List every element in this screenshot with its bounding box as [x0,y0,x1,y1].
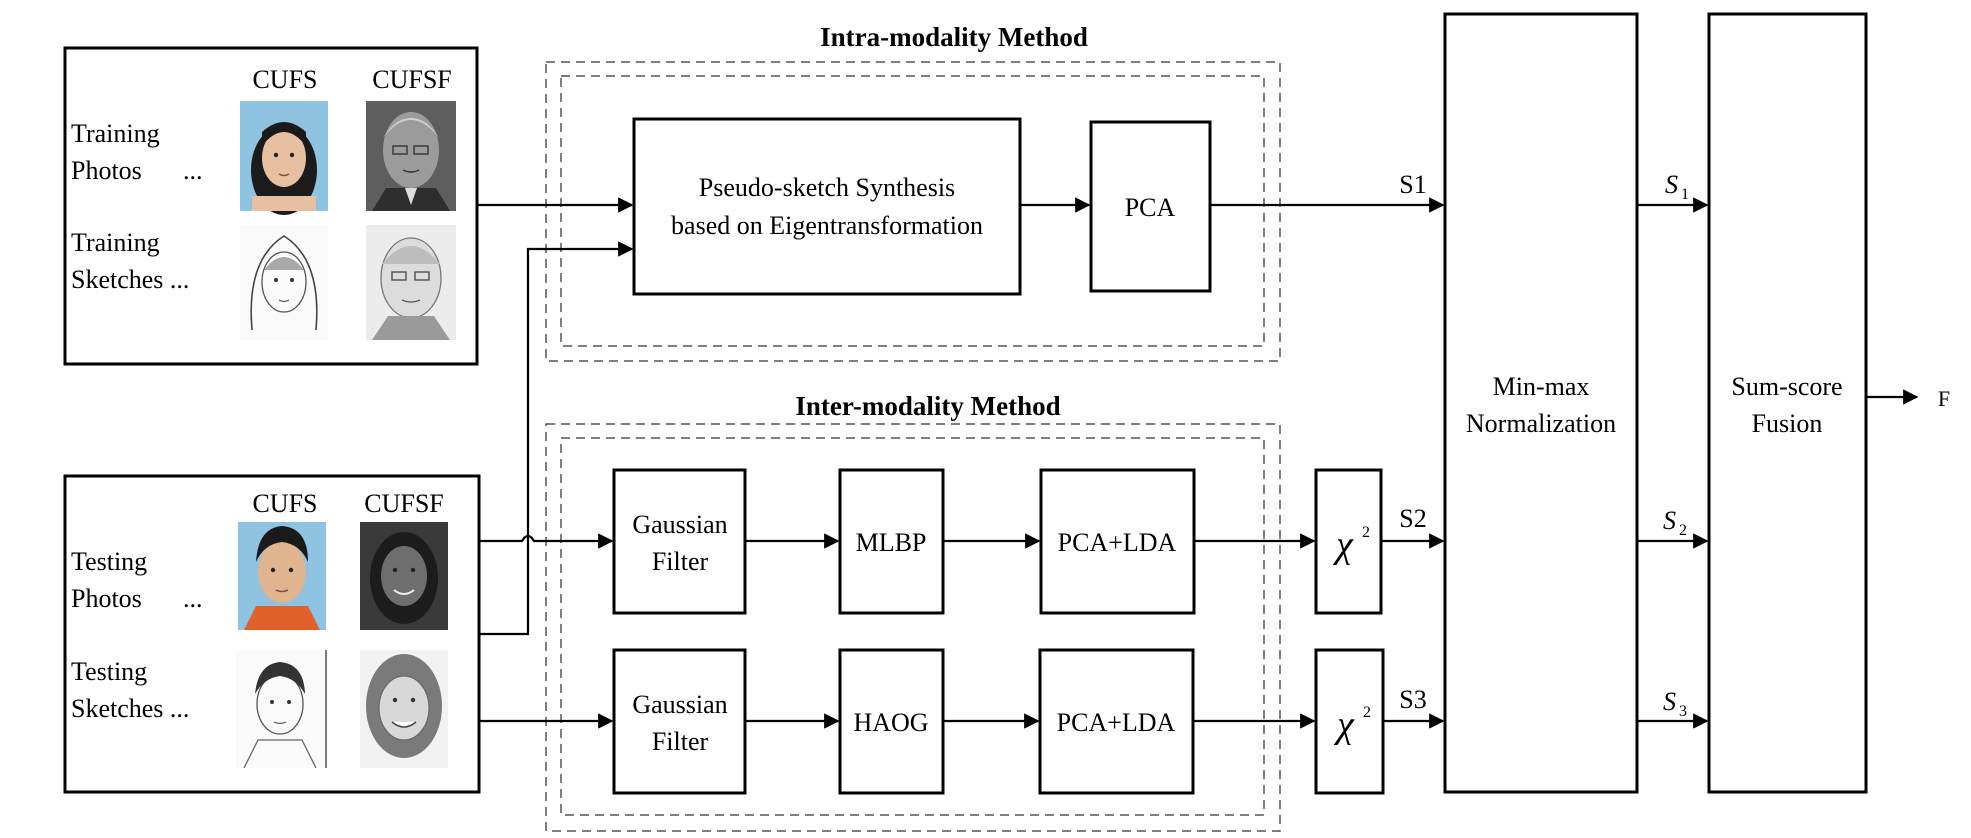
gaussian-filter-1-label-1: Gaussian [632,510,727,539]
training-photos-label-2: Photos [71,156,142,185]
chi-square-2-symbol: χ [1333,704,1355,746]
inter-modality-region: Inter-modality Method Gaussian Filter ML… [545,391,1385,832]
normalized-s1-subscript: 1 [1681,186,1689,203]
training-cufsf-photo [366,101,456,211]
arrow-testing-photos-to-gaussian-1 [479,533,614,549]
testing-sketches-label-2: Sketches ... [71,694,189,723]
testing-cufs-sketch [236,650,328,769]
intra-outer-dashed-frame [545,61,1281,362]
output-f-label: F [1938,386,1950,411]
pca-box [1089,120,1212,293]
gaussian-filter-1-label-2: Filter [652,547,709,576]
connectors [477,197,1919,729]
pca-lda-2-label: PCA+LDA [1057,708,1176,737]
gaussian-filter-box-2 [612,648,747,795]
training-col-cufsf: CUFSF [372,65,452,94]
fusion-label-2: Fusion [1752,409,1823,438]
score-s2-label: S2 [1399,504,1426,533]
min-max-normalization-box [1443,12,1639,794]
chi-square-box-1 [1314,468,1383,615]
testing-cufs-photo [238,522,326,630]
chi-square-box-2 [1314,648,1385,795]
normalized-s2-subscript: 2 [1679,522,1687,539]
training-sketches-label-1: Training [71,228,160,257]
pca-lda-box-2 [1038,648,1195,795]
testing-col-cufs: CUFS [252,489,317,518]
intra-modality-title: Intra-modality Method [820,22,1088,52]
intra-inner-dashed-frame [560,75,1265,347]
gaussian-filter-2-label-2: Filter [652,727,709,756]
training-col-cufs: CUFS [252,65,317,94]
normalized-s3-label: S [1663,687,1676,716]
haog-box [838,648,945,795]
intra-modality-region: Intra-modality Method Pseudo-sketch Synt… [545,22,1281,362]
testing-sketches-label-1: Testing [71,657,147,686]
normalized-s1-label: S [1665,170,1678,199]
sum-score-fusion-box [1707,12,1868,794]
normalized-s2-label: S [1663,506,1676,535]
normalization-label-1: Min-max [1493,372,1590,401]
training-cufs-sketch [240,225,328,340]
chi-square-1-symbol: χ [1332,524,1354,566]
pca-lda-box-1 [1039,468,1196,615]
normalization-label-2: Normalization [1466,409,1616,438]
haog-label: HAOG [853,708,928,737]
testing-col-cufsf: CUFSF [364,489,444,518]
training-sketches-label-2: Sketches ... [71,265,189,294]
score-s1-label: S1 [1399,170,1426,199]
training-panel: CUFS CUFSF Training Photos ... Training … [63,46,479,366]
inter-modality-title: Inter-modality Method [795,391,1060,421]
score-s3-label: S3 [1399,685,1426,714]
pca-lda-1-label: PCA+LDA [1058,528,1177,557]
pca-label: PCA [1125,193,1176,222]
synthesis-label-1: Pseudo-sketch Synthesis [699,173,955,202]
testing-cufsf-sketch [360,650,448,768]
testing-photos-label-1: Testing [71,547,147,576]
pseudo-sketch-synthesis-box [632,117,1022,296]
synthesis-label-2: based on Eigentransformation [671,211,983,240]
testing-photos-ellipsis: ... [183,584,203,613]
chi-square-1-exponent: 2 [1362,524,1370,541]
mlbp-label: MLBP [856,528,927,557]
training-cufs-photo [240,101,328,215]
training-cufsf-sketch [366,225,456,340]
arrow-testing-to-synthesis [479,241,634,636]
chi-square-2-exponent: 2 [1363,704,1371,721]
testing-photos-label-2: Photos [71,584,142,613]
training-photos-ellipsis: ... [183,156,203,185]
gaussian-filter-box-1 [612,468,747,615]
inter-inner-dashed-frame [560,437,1265,816]
inter-outer-dashed-frame [545,423,1281,832]
training-photos-label-1: Training [71,119,160,148]
testing-cufsf-photo [360,522,448,630]
normalized-s3-subscript: 3 [1679,703,1687,720]
gaussian-filter-2-label-1: Gaussian [632,690,727,719]
fusion-label-1: Sum-score [1731,372,1842,401]
testing-panel: CUFS CUFSF Testing Photos ... Testing Sk… [63,474,481,794]
